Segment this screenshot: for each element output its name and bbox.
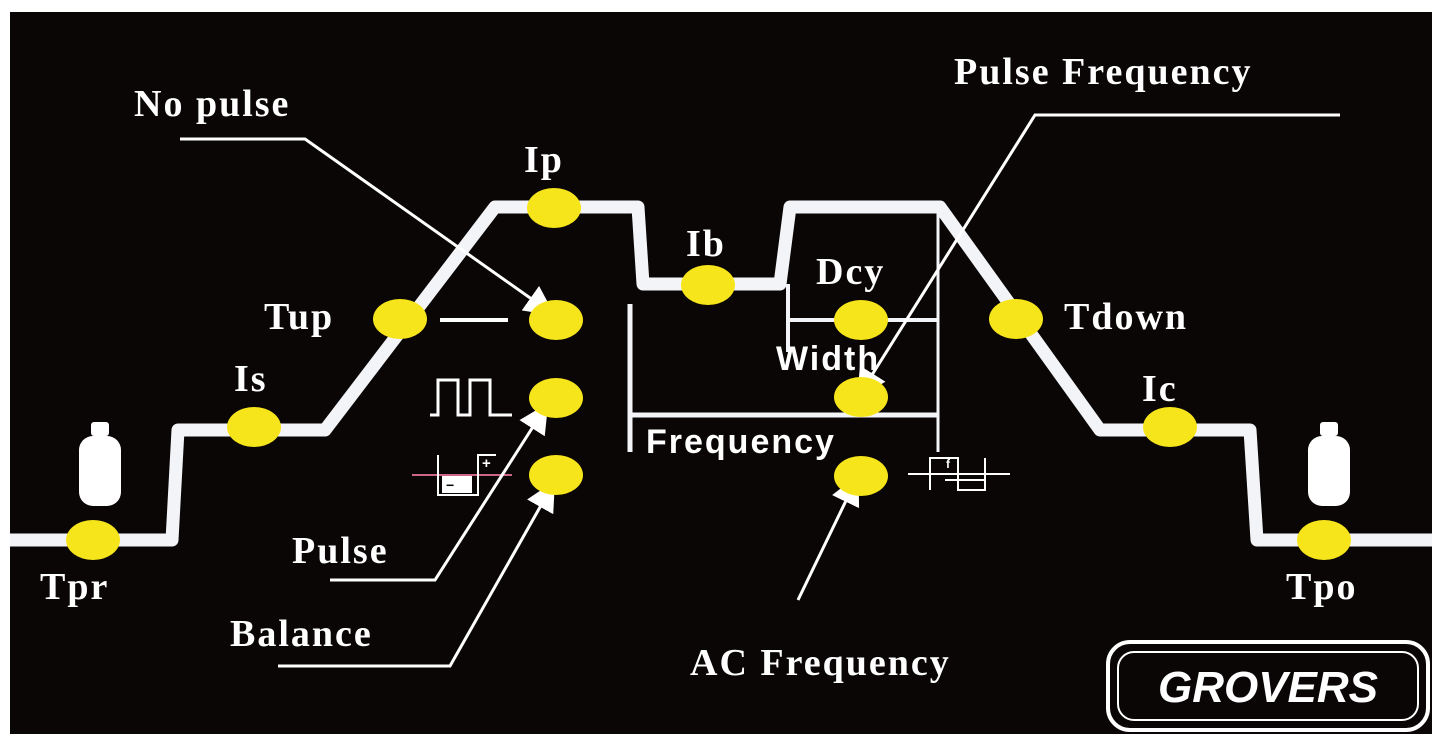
gas-cylinder-icon-left <box>79 422 121 506</box>
pulse-frequency-arrow <box>856 113 1340 400</box>
ac-frequency-f-glyph: f <box>946 457 952 471</box>
balance-plus-glyph: + <box>482 455 493 472</box>
ic-label: Ic <box>1142 368 1178 410</box>
frequency-label: Frequency <box>646 423 836 461</box>
tup-label: Tup <box>264 296 334 338</box>
ic-marker[interactable] <box>1143 407 1197 447</box>
pulse-waveform-symbol <box>430 378 512 417</box>
tpo-marker[interactable] <box>1297 520 1351 560</box>
tpr-marker[interactable] <box>66 520 120 560</box>
no-pulse-label: No pulse <box>134 83 290 125</box>
ib-label: Ib <box>686 223 726 265</box>
pulse-label: Pulse <box>292 530 389 572</box>
pulse-arrow <box>330 402 549 582</box>
balance-minus-glyph: − <box>446 477 456 493</box>
balance-marker[interactable] <box>529 455 583 495</box>
balance-arrow <box>278 480 555 668</box>
balance-waveform-symbol <box>412 454 512 496</box>
ib-marker[interactable] <box>681 265 735 305</box>
tpr-label: Tpr <box>40 566 109 608</box>
no-pulse-marker[interactable] <box>529 300 583 340</box>
ip-marker[interactable] <box>527 188 581 228</box>
tdown-marker[interactable] <box>989 299 1043 339</box>
grovers-logo: GROVERS <box>1106 640 1430 732</box>
width-marker[interactable] <box>834 377 888 417</box>
ac-frequency-label: AC Frequency <box>690 642 951 684</box>
ac-frequency-arrow <box>796 474 860 601</box>
tup-marker[interactable] <box>373 299 427 339</box>
pulse-frequency-label: Pulse Frequency <box>954 51 1252 93</box>
no-pulse-arrow <box>180 137 555 316</box>
pulse-marker[interactable] <box>529 378 583 418</box>
dcy-marker[interactable] <box>834 300 888 340</box>
tpo-label: Tpo <box>1286 566 1357 608</box>
welding-cycle-diagram: + − f N <box>10 51 1432 732</box>
balance-label: Balance <box>230 613 373 655</box>
diagram-panel: + − f N <box>10 12 1432 734</box>
ac-frequency-marker[interactable] <box>834 456 888 496</box>
is-label: Is <box>234 358 268 400</box>
logo-text: GROVERS <box>1158 663 1378 712</box>
gas-cylinder-icon-right <box>1308 422 1350 506</box>
tdown-label: Tdown <box>1064 296 1188 338</box>
width-label: Width <box>776 340 880 378</box>
dcy-label: Dcy <box>816 251 885 293</box>
ip-label: Ip <box>524 139 564 181</box>
ac-frequency-symbol <box>908 457 1010 491</box>
is-marker[interactable] <box>227 407 281 447</box>
